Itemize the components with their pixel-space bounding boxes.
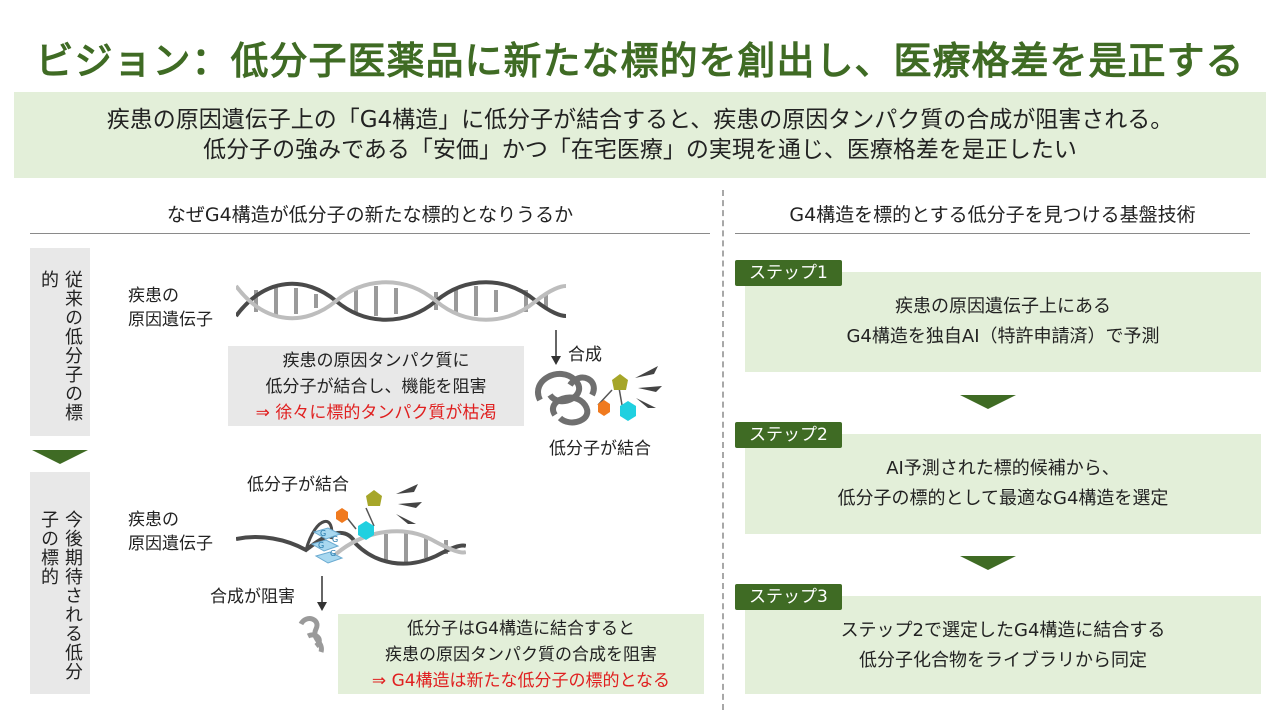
protein-icon: [298, 616, 324, 653]
synthesis-label: 合成: [568, 345, 602, 365]
conventional-side-panel: 従来の低分子の標的: [30, 248, 90, 436]
future-desc-line3: ⇒ G4構造は新たな低分子の標的となる: [371, 671, 671, 691]
svg-text:G: G: [320, 529, 326, 538]
step-2-box: AI予測された標的候補から、 低分子の標的として最適なG4構造を選定: [745, 434, 1261, 534]
gene-label-top-line1: 疾患の: [128, 286, 179, 306]
binding-label-bottom: 低分子が結合: [247, 475, 349, 495]
binding-label-top: 低分子が結合: [549, 439, 651, 459]
down-arrow-icon: [551, 330, 561, 365]
banner-line-1: 疾患の原因遺伝子上の「G4構造」に低分子が結合すると、疾患の原因タンパク質の合成…: [106, 107, 1174, 133]
step-2-line1: AI予測された標的候補から、: [886, 458, 1120, 479]
conventional-desc-line3: ⇒ 徐々に標的タンパク質が枯渇: [255, 403, 497, 423]
right-heading-rule: [735, 233, 1250, 234]
step-3-box: ステップ2で選定したG4構造に結合する 低分子化合物をライブラリから同定: [745, 596, 1261, 694]
svg-text:G: G: [330, 549, 336, 558]
step-2-tab: ステップ2: [735, 422, 842, 448]
future-desc-line1: 低分子はG4構造に結合すると: [407, 619, 635, 639]
triangle-arrow-icon: [32, 450, 88, 464]
step-1-line1: 疾患の原因遺伝子上にある: [895, 296, 1111, 317]
future-side-label: 今後期待される低分子の標的: [38, 510, 83, 681]
future-desc-box: 低分子はG4構造に結合すると 疾患の原因タンパク質の合成を阻害 ⇒ G4構造は新…: [338, 614, 704, 694]
right-heading: G4構造を標的とする低分子を見つける基盤技術: [789, 204, 1196, 226]
gene-label-top-line2: 原因遺伝子: [128, 310, 213, 330]
step-3-line1: ステップ2で選定したG4構造に結合する: [840, 620, 1166, 641]
gene-label-bottom-line1: 疾患の: [128, 510, 179, 530]
step-3-tab: ステップ3: [735, 584, 842, 610]
step-1-box: 疾患の原因遺伝子上にある G4構造を独自AI（特許申請済）で予測: [745, 272, 1261, 372]
protein-icon: [535, 366, 662, 426]
step-2-line2: 低分子の標的として最適なG4構造を選定: [837, 488, 1169, 509]
step-1-tab: ステップ1: [735, 260, 842, 286]
triangle-arrow-icon: [960, 395, 1016, 409]
gene-label-bottom: 疾患の 原因遺伝子: [128, 508, 213, 556]
future-side-panel: 今後期待される低分子の標的: [30, 472, 90, 694]
dna-helix-icon: [236, 280, 566, 322]
down-arrow-icon: [317, 576, 327, 611]
left-heading-rule: [30, 233, 710, 234]
inhibit-label: 合成が阻害: [210, 587, 295, 607]
step-1-line2: G4構造を独自AI（特許申請済）で予測: [846, 326, 1160, 347]
svg-text:G: G: [318, 541, 324, 550]
gene-label-bottom-line2: 原因遺伝子: [128, 534, 213, 554]
page-title: ビジョン：低分子医薬品に新たな標的を創出し、医療格差を是正する: [35, 39, 1245, 83]
summary-banner: 疾患の原因遺伝子上の「G4構造」に低分子が結合すると、疾患の原因タンパク質の合成…: [14, 92, 1266, 178]
triangle-arrow-icon: [960, 556, 1016, 570]
conventional-desc-line1: 疾患の原因タンパク質に: [282, 351, 470, 371]
step-3-line2: 低分子化合物をライブラリから同定: [859, 650, 1147, 671]
future-desc-line2: 疾患の原因タンパク質の合成を阻害: [385, 645, 657, 665]
banner-line-2: 低分子の強みである「安価」かつ「在宅医療」の実現を通じ、医療格差を是正したい: [203, 137, 1077, 163]
left-heading: なぜG4構造が低分子の新たな標的となりうるか: [166, 204, 574, 226]
conventional-desc-box: 疾患の原因タンパク質に 低分子が結合し、機能を阻害 ⇒ 徐々に標的タンパク質が枯…: [228, 346, 524, 426]
column-divider: [722, 190, 724, 710]
gene-label-top: 疾患の 原因遺伝子: [128, 284, 213, 332]
conventional-side-label: 従来の低分子の標的: [38, 270, 83, 422]
svg-text:G: G: [332, 535, 338, 544]
conventional-desc-line2: 低分子が結合し、機能を阻害: [265, 377, 487, 397]
